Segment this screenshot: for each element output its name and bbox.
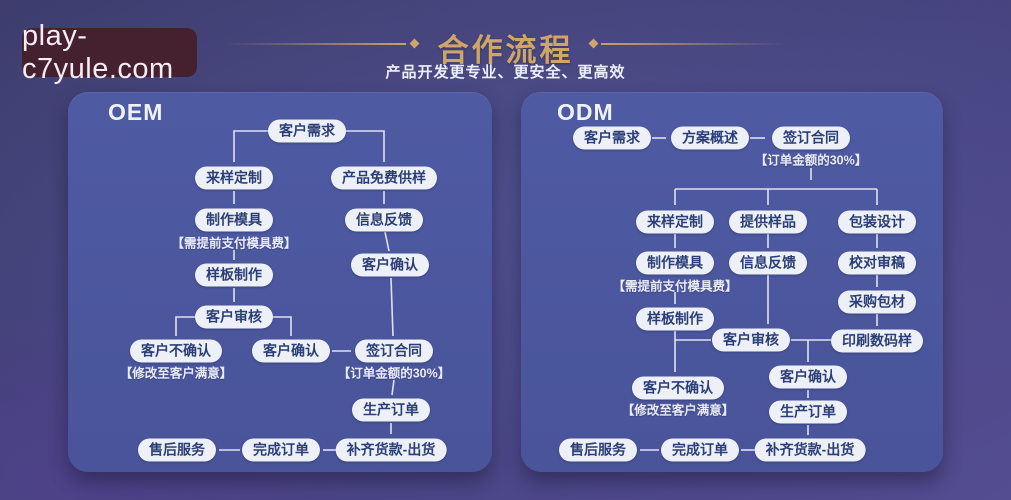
flow-node-odm-customer-confirmed: 客户确认: [769, 365, 847, 389]
flow-note-oem-revise: 【修改至客户满意】: [119, 366, 233, 381]
flow-node-odm-production-order: 生产订单: [769, 400, 847, 424]
flow-node-oem-customer-confirm-top: 客户确认: [351, 253, 429, 277]
flow-node-oem-payment-shipping: 补齐货款-出货: [335, 438, 447, 462]
flow-note-odm-mold-fee: 【需提前支付模具费】: [612, 279, 738, 294]
odm-panel: ODM: [521, 92, 943, 472]
flow-node-oem-sign-contract: 签订合同: [355, 339, 433, 363]
flow-node-odm-sample-custom: 来样定制: [636, 210, 714, 234]
flow-node-oem-free-sample: 产品免费供样: [331, 166, 437, 190]
flow-node-oem-complete-order: 完成订单: [242, 438, 320, 462]
flow-node-odm-package-design: 包装设计: [838, 210, 916, 234]
flow-node-odm-sign-contract: 签订合同: [772, 126, 850, 150]
odm-panel-title: ODM: [557, 99, 614, 125]
flow-node-odm-complete-order: 完成订单: [661, 438, 739, 462]
flow-node-oem-customer-review: 客户审核: [195, 305, 273, 329]
flow-node-odm-customer-demand: 客户需求: [573, 126, 651, 150]
page-title: 合作流程: [437, 33, 574, 68]
page-subtitle: 产品开发更专业、更安全、更高效: [385, 64, 626, 81]
flow-note-oem-deposit: 【订单金额的30%】: [337, 366, 451, 381]
title-divider-left: [226, 43, 406, 45]
flow-node-oem-after-sales: 售后服务: [138, 438, 216, 462]
flow-node-odm-scheme-overview: 方案概述: [671, 126, 749, 150]
title-divider-right: [601, 43, 786, 45]
oem-panel-title: OEM: [108, 99, 164, 125]
flow-note-odm-revise: 【修改至客户满意】: [621, 403, 735, 418]
flow-node-oem-mold-making: 制作模具: [195, 208, 273, 232]
flow-node-oem-feedback: 信息反馈: [345, 208, 423, 232]
flow-node-oem-customer-confirmed: 客户确认: [252, 339, 330, 363]
flow-node-odm-purchase-materials: 采购包材: [838, 290, 916, 314]
flow-node-oem-production-order: 生产订单: [352, 398, 430, 422]
flow-node-oem-sample-custom: 来样定制: [195, 166, 273, 190]
flow-node-odm-sample-making: 样板制作: [636, 307, 714, 331]
flow-node-oem-sample-making: 样板制作: [195, 263, 273, 287]
flow-node-odm-after-sales: 售后服务: [559, 438, 637, 462]
flow-node-odm-feedback: 信息反馈: [729, 251, 807, 275]
flow-node-oem-customer-not-confirmed: 客户不确认: [130, 339, 222, 363]
flow-node-odm-mold-making: 制作模具: [636, 251, 714, 275]
flow-node-odm-digital-print-sample: 印刷数码样: [831, 329, 923, 353]
flow-node-odm-customer-review: 客户审核: [712, 328, 790, 352]
flow-node-odm-customer-not-confirmed: 客户不确认: [632, 376, 724, 400]
flow-note-oem-mold-fee: 【需提前支付模具费】: [171, 236, 297, 251]
flow-node-odm-payment-shipping: 补齐货款-出货: [754, 438, 866, 462]
flow-node-odm-proofread: 校对审稿: [838, 251, 916, 275]
flow-node-odm-provide-sample: 提供样品: [729, 210, 807, 234]
flow-node-oem-customer-demand: 客户需求: [268, 119, 346, 143]
flow-note-odm-deposit: 【订单金额的30%】: [754, 153, 868, 168]
